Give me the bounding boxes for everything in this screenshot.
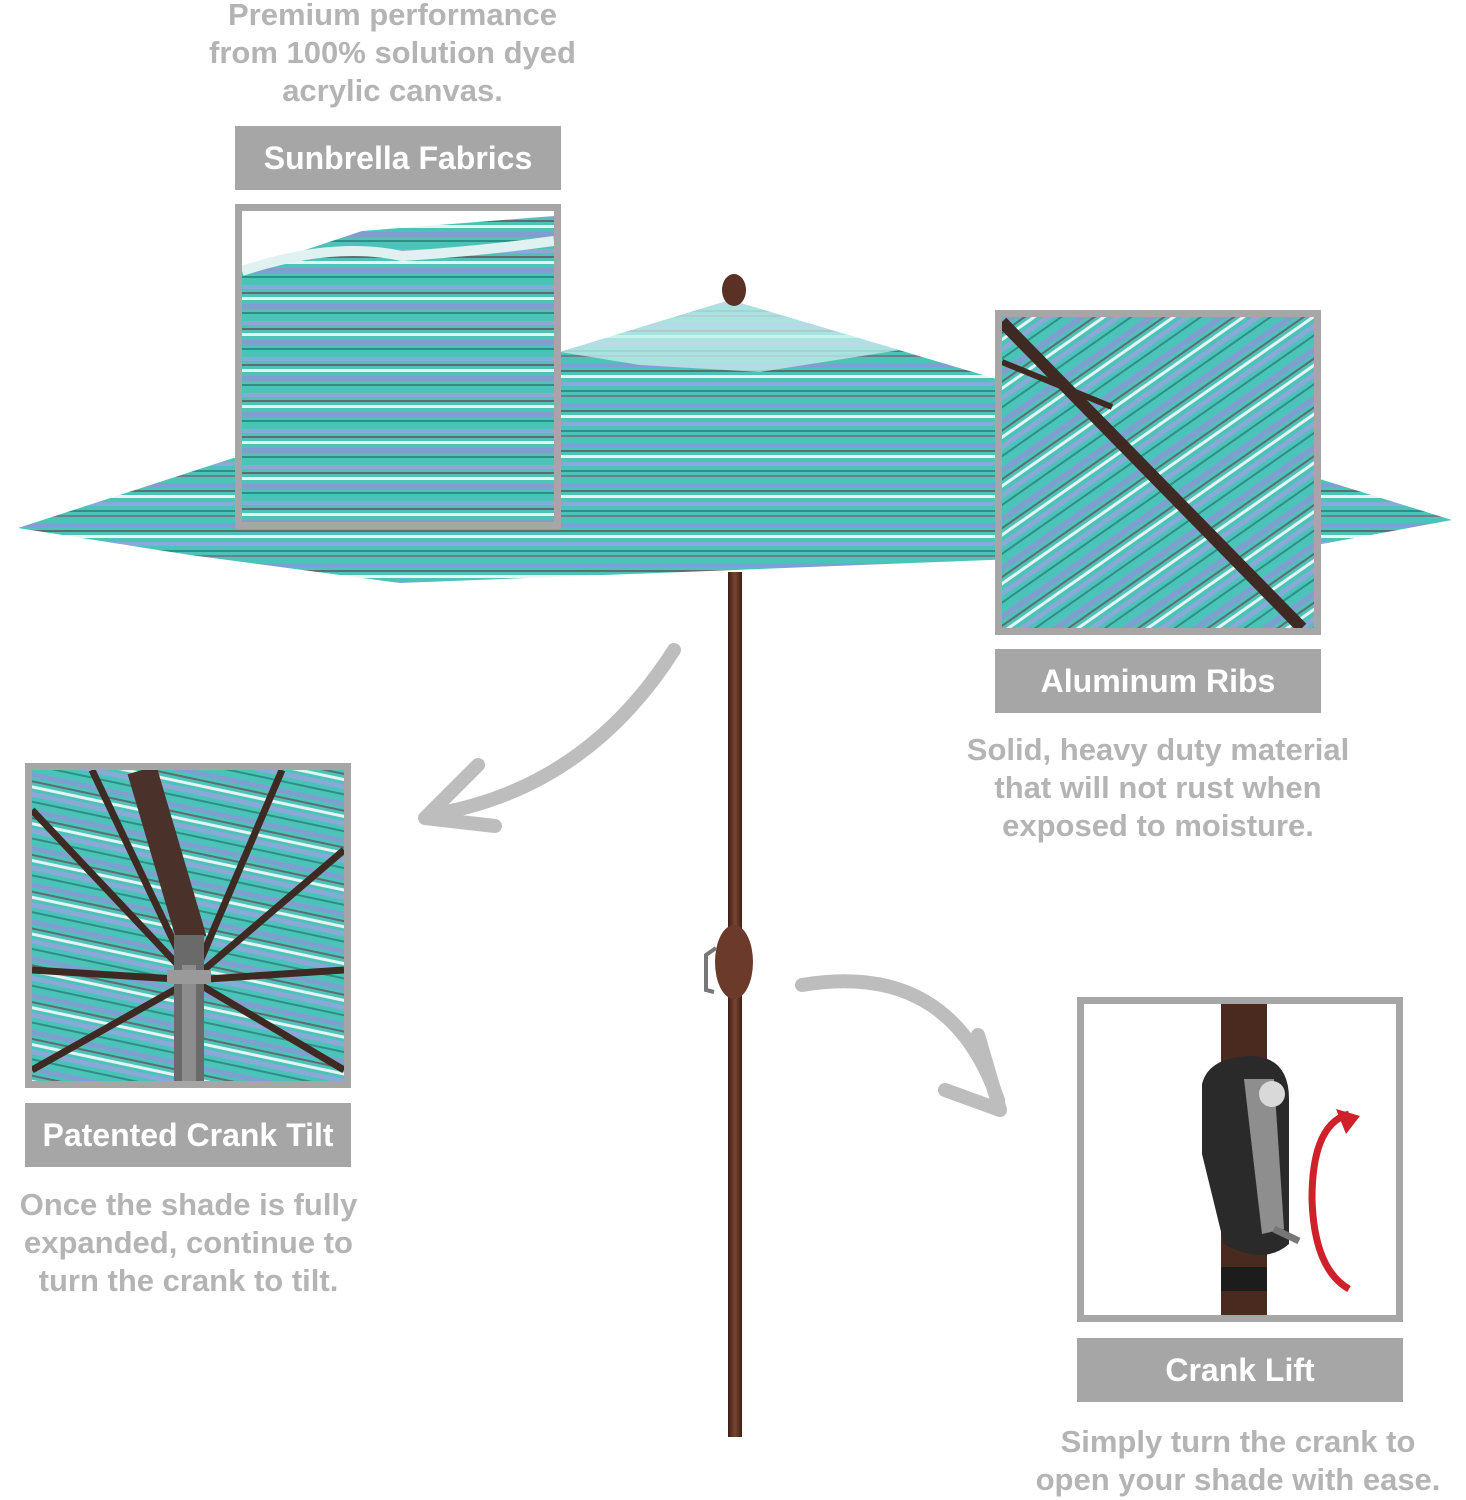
- umbrella-pole: [728, 572, 742, 1437]
- lift-detail-image: [1077, 997, 1403, 1322]
- lift-description: Simply turn the crank to open your shade…: [1035, 1424, 1441, 1497]
- sunbrella-description: Premium performance from 100% solution d…: [209, 0, 576, 108]
- umbrella-vent: [560, 300, 900, 372]
- ribs-label: Aluminum Ribs: [995, 649, 1321, 713]
- tilt-label: Patented Crank Tilt: [25, 1103, 351, 1167]
- sunbrella-label: Sunbrella Fabrics: [235, 126, 561, 190]
- rotation-arrow-icon: [1308, 1109, 1360, 1293]
- umbrella-finial: [722, 274, 746, 306]
- crank-hub: [715, 925, 753, 999]
- ribs-description: Solid, heavy duty material that will not…: [966, 732, 1350, 843]
- crank-handle: [704, 946, 718, 994]
- tilt-detail-image: [25, 763, 351, 1088]
- ribs-detail-image: [995, 310, 1321, 635]
- lift-label: Crank Lift: [1077, 1338, 1403, 1402]
- tilt-description: Once the shade is fully expanded, contin…: [19, 1187, 358, 1298]
- sunbrella-detail-image: [235, 204, 561, 529]
